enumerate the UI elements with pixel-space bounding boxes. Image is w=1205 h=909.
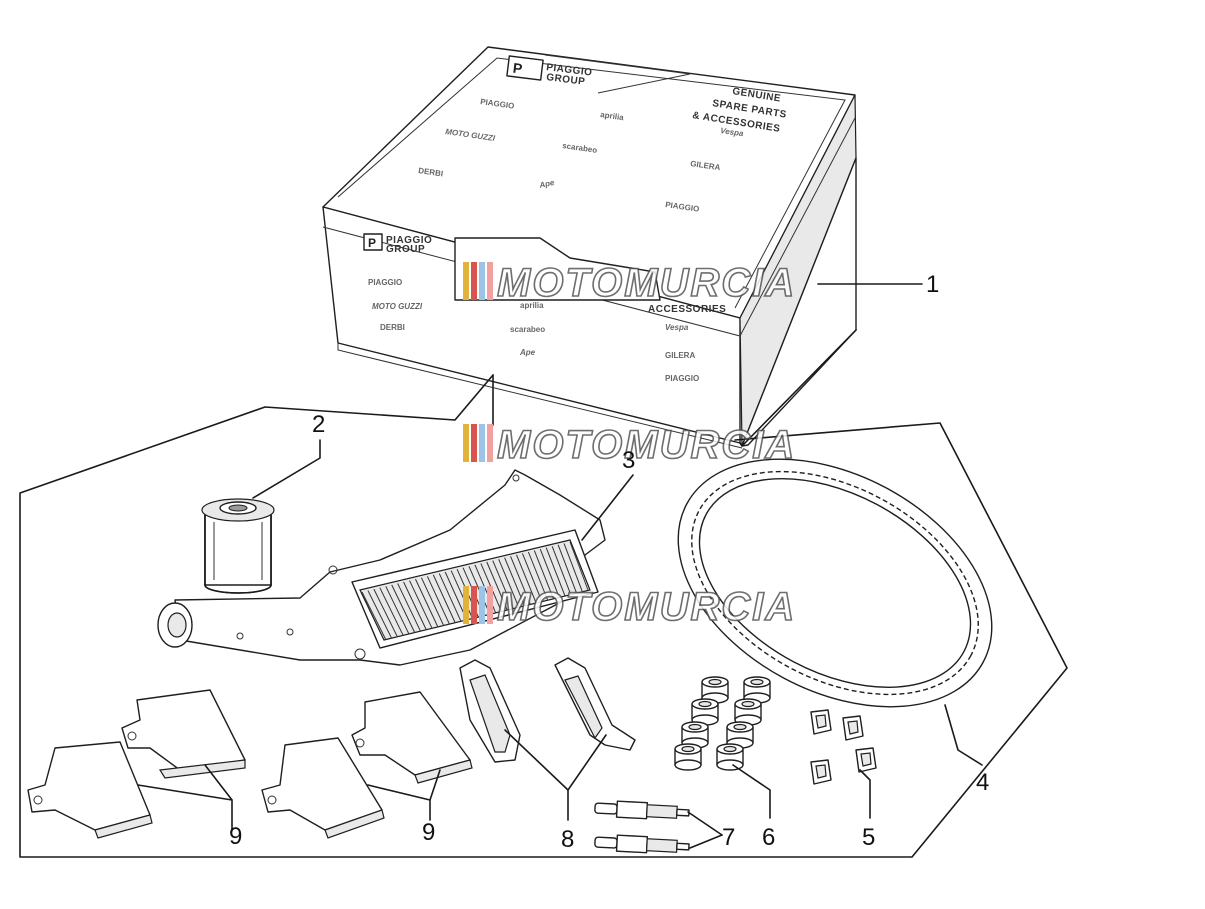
- callout-5: 5: [862, 824, 875, 851]
- brand-label: scarabeo: [510, 325, 545, 334]
- callout-8: 8: [561, 826, 574, 853]
- brake-pads-left: [27, 689, 246, 839]
- brake-pads-curved: [459, 657, 636, 763]
- service-kit-box: P PIAGGIO GROUP GENUINE SPARE PARTS & AC…: [322, 46, 857, 449]
- brand-label: aprilia: [520, 301, 544, 310]
- brand-label: Vespa: [720, 126, 745, 138]
- svg-text:P: P: [368, 236, 376, 250]
- roller: [701, 676, 729, 704]
- box-front-slogan: ACCESSORIES: [648, 304, 726, 315]
- callout-9-left: 9: [229, 823, 242, 850]
- sliders-leader: [859, 769, 871, 819]
- brand-label: PIAGGIO: [368, 278, 402, 287]
- callout-6: 6: [762, 824, 775, 851]
- svg-text:P: P: [512, 60, 523, 77]
- slider: [842, 715, 864, 741]
- spark-plugs: [594, 800, 690, 854]
- rollers-leader: [732, 764, 771, 819]
- slider: [810, 709, 832, 735]
- svg-text:MOTOMURCIA: MOTOMURCIA: [497, 585, 796, 629]
- variator-sliders: [810, 709, 877, 785]
- plug-leader-1: [687, 811, 723, 836]
- roller: [716, 743, 744, 771]
- variator-rollers: [674, 676, 771, 771]
- brand-label: GILERA: [665, 351, 695, 360]
- brand-label: Ape: [538, 178, 556, 190]
- brand-label: PIAGGIO: [665, 374, 699, 383]
- brand-label: DERBI: [418, 166, 444, 178]
- svg-text:GROUP: GROUP: [386, 244, 425, 255]
- box-front-brands: PIAGGIO MOTO GUZZI DERBI aprilia scarabe…: [368, 278, 699, 383]
- callout-3: 3: [622, 447, 635, 474]
- callout-7: 7: [722, 824, 735, 851]
- watermark-top: MOTOMURCIA: [463, 260, 796, 306]
- slider: [810, 759, 832, 785]
- kit-outline: [19, 374, 1068, 858]
- roller: [734, 698, 762, 726]
- roller: [681, 721, 709, 749]
- drive-belt: [677, 458, 993, 708]
- callout-4: 4: [976, 769, 989, 796]
- roller: [674, 743, 702, 771]
- brand-label: MOTO GUZZI: [372, 302, 423, 311]
- brand-label: DERBI: [380, 323, 405, 332]
- oil-filter-leader: [252, 439, 321, 499]
- plug-leader-2: [689, 834, 723, 849]
- box-front-tab: [454, 237, 661, 301]
- brake-pads-right: [261, 691, 473, 839]
- roller: [691, 698, 719, 726]
- callout-9-right: 9: [422, 819, 435, 846]
- callout-2: 2: [312, 411, 325, 438]
- callout-1: 1: [926, 271, 939, 298]
- svg-text:MOTOMURCIA: MOTOMURCIA: [497, 261, 796, 305]
- watermark-bottom: MOTOMURCIA: [463, 584, 796, 630]
- belt-leader: [944, 704, 983, 766]
- box-front-logo: P PIAGGIO GROUP: [363, 233, 432, 255]
- slider: [855, 747, 877, 773]
- watermark-middle: MOTOMURCIA: [463, 422, 796, 468]
- brand-label: aprilia: [600, 110, 625, 122]
- svg-text:PIAGGIO: PIAGGIO: [386, 235, 432, 246]
- svg-text:MOTOMURCIA: MOTOMURCIA: [497, 423, 796, 467]
- box-top-logo: P PIAGGIO GROUP: [506, 55, 593, 88]
- brand-label: GILERA: [690, 159, 721, 172]
- brand-label: Vespa: [665, 323, 689, 332]
- oil-filter: [201, 498, 275, 594]
- air-filter-leader: [581, 474, 634, 541]
- brake-shoe-leader: [504, 729, 607, 791]
- roller: [726, 721, 754, 749]
- brand-label: Ape: [519, 348, 536, 357]
- svg-text:GROUP: GROUP: [546, 72, 586, 88]
